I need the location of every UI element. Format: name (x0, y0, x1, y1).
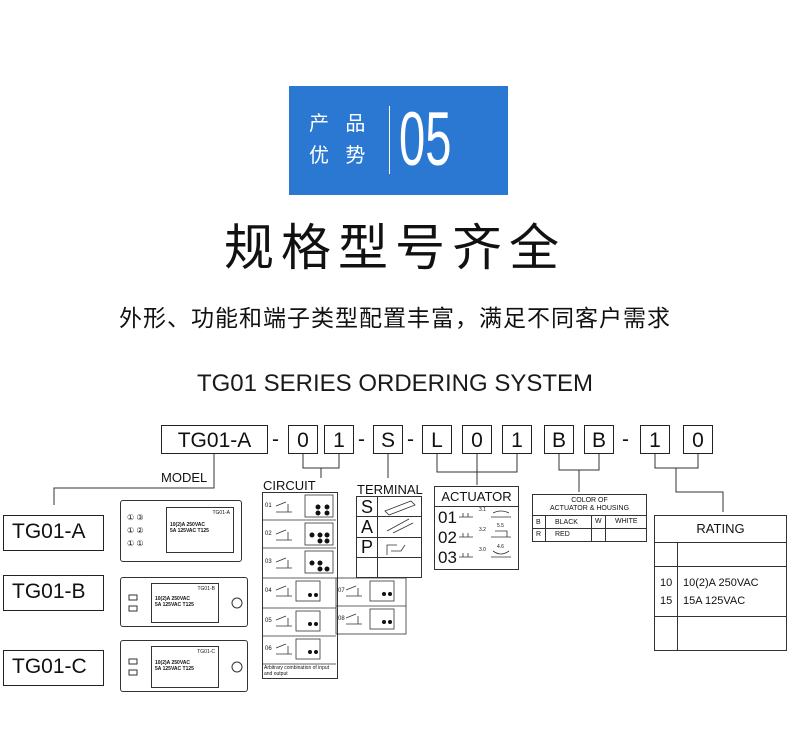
circuit-code-01: 01 (265, 503, 272, 509)
model-b-ears (128, 594, 243, 612)
actuator-code-02: 02 (438, 528, 457, 547)
circuit-code-06: 06 (265, 646, 272, 652)
model-label: MODEL (161, 470, 208, 485)
actuator-table: ACTUATOR 01 02 03 3.1 3.2 3.0 5.5 4.6 (434, 486, 519, 570)
color-name-black: BLACK (555, 519, 578, 526)
color-code-w: W (595, 518, 602, 525)
actuator-dim-1: 3.1 (479, 507, 486, 513)
code-box-circuit-1: 0 (288, 425, 318, 454)
code-box-circuit-2: 1 (324, 425, 354, 454)
circuit-code-02: 02 (265, 531, 272, 537)
actuator-label: ACTUATOR (435, 487, 518, 507)
code-dash: - (407, 428, 414, 451)
code-box-rating-1: 1 (640, 425, 670, 454)
plate-temp: T125 (182, 602, 194, 608)
code-box-actuator-type: L (422, 425, 452, 454)
model-tg01b: TG01-B (3, 575, 104, 611)
circuit-code-07: 07 (338, 588, 345, 594)
rating-code-10: 10 (660, 577, 673, 589)
model-a-drawing: ① ③ ① ② ① ① TG01-A 10(2)A 250VAC 5A 125V… (120, 500, 242, 562)
code-box-model: TG01-A (161, 425, 268, 454)
terminal-label: TERMINAL (357, 482, 423, 497)
model-c-drawing: TG01-C 10(2)A 250VAC 5A 125VAC T125 (120, 640, 248, 692)
actuator-dim-5: 4.6 (497, 544, 504, 550)
circuit-label: CIRCUIT (263, 478, 316, 493)
terminal-sketches (384, 500, 416, 555)
code-dash: - (272, 428, 279, 451)
model-c-plate: TG01-C 10(2)A 250VAC 5A 125VAC T125 (151, 646, 219, 688)
ordering-system-title: TG01 SERIES ORDERING SYSTEM (196, 370, 594, 397)
plate-model-a: TG01-A (212, 510, 230, 516)
code-box-terminal: S (373, 425, 403, 454)
code-box-color-2: B (584, 425, 614, 454)
model-b-plate: TG01-B 10(2)A 250VAC 5A 125VAC T125 (151, 583, 219, 623)
rating-table: RATING 10 10(2)A 250VAC 15 15A 125VAC (654, 515, 787, 651)
terminal-1-label: ① (136, 539, 144, 548)
rating-value-10: 10(2)A 250VAC (683, 577, 759, 589)
circuit-code-05: 05 (265, 618, 272, 624)
color-table: COLOR OF ACTUATOR & HOUSING B BLACK W WH… (532, 494, 647, 542)
code-box-rating-2: 0 (683, 425, 713, 454)
terminal-1-icon: ① (127, 539, 135, 548)
model-a-plate: TG01-A 10(2)A 250VAC 5A 125VAC T125 (166, 507, 234, 553)
rating-label: RATING (696, 521, 745, 536)
plate-rating1: 10(2)A 250VAC (155, 596, 191, 602)
circuit-code-08: 08 (338, 616, 345, 622)
plate-rating2: 5A 125VAC (155, 602, 182, 608)
actuator-dim-3: 3.0 (479, 547, 486, 553)
circuit-footnote: Arbitrary combination of input and outpu… (264, 665, 330, 677)
plate-temp: T125 (197, 528, 209, 534)
color-code-r: R (536, 531, 542, 538)
badge-divider (389, 106, 390, 174)
color-name-white: WHITE (615, 518, 638, 525)
model-tg01c: TG01-C (3, 650, 104, 686)
color-label-2: ACTUATOR & HOUSING (549, 505, 630, 512)
badge-line1: 产 品 (309, 111, 371, 135)
model-b-drawing: TG01-B 10(2)A 250VAC 5A 125VAC T125 (120, 577, 248, 627)
plate-rating2: 5A 125VAC (155, 666, 182, 672)
plate-model-c: TG01-C (197, 649, 215, 655)
terminal-code-a: A (361, 517, 374, 537)
actuator-dim-2: 3.2 (479, 527, 486, 533)
plate-model-b: TG01-B (197, 586, 215, 592)
code-dash: - (622, 428, 629, 451)
circuit-table (262, 492, 338, 679)
plate-temp: T125 (182, 666, 194, 672)
actuator-code-01: 01 (438, 508, 457, 527)
code-box-actuator-2: 1 (502, 425, 532, 454)
plate-rating1: 10(2)A 250VAC (155, 660, 191, 666)
terminal-3-icon: ① (127, 513, 135, 522)
actuator-sketches (459, 510, 511, 558)
circuit-code-03: 03 (265, 559, 272, 565)
terminal-3-label: ③ (136, 513, 144, 522)
badge-line2: 优 势 (309, 143, 371, 167)
badge-number: 05 (399, 97, 452, 182)
section-badge: 产 品 优 势 05 (289, 86, 508, 195)
model-c-ears (128, 658, 243, 676)
model-tg01a: TG01-A (3, 515, 104, 551)
terminal-2-label: ② (136, 526, 144, 535)
terminal-2-icon: ① (127, 526, 135, 535)
plate-rating1: 10(2)A 250VAC (170, 522, 206, 528)
actuator-code-03: 03 (438, 548, 457, 567)
code-box-color-1: B (544, 425, 574, 454)
rating-value-15: 15A 125VAC (683, 595, 746, 607)
rating-code-15: 15 (660, 595, 673, 607)
color-name-red: RED (555, 531, 570, 538)
code-box-actuator-1: 0 (462, 425, 492, 454)
color-code-b: B (536, 519, 541, 526)
terminal-table: S A P (356, 496, 422, 578)
code-dash: - (358, 428, 365, 451)
actuator-dim-4: 5.5 (497, 523, 504, 529)
plate-rating2: 5A 125VAC (170, 528, 197, 534)
color-label-1: COLOR OF (571, 497, 608, 504)
page-subtitle: 外形、功能和端子类型配置丰富，满足不同客户需求 (119, 306, 671, 332)
page-title: 规格型号齐全 (224, 219, 566, 277)
circuit-code-04: 04 (265, 588, 272, 594)
terminal-code-s: S (361, 497, 374, 517)
terminal-code-p: P (361, 537, 374, 557)
